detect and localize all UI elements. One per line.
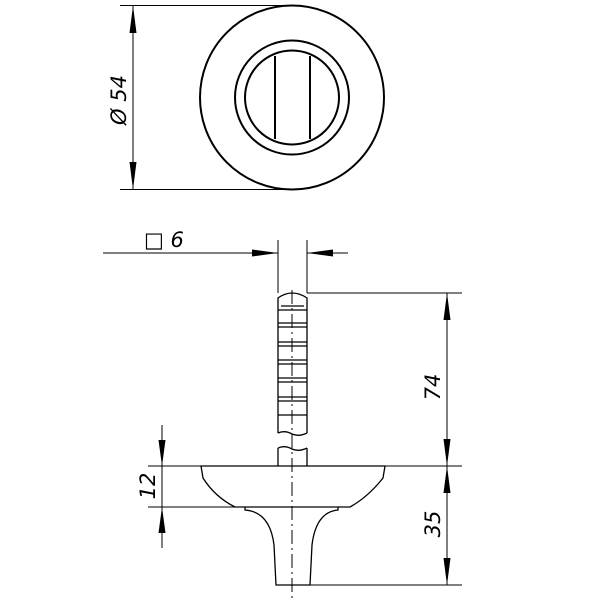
arrow-left [307,249,333,257]
rosette-height-label: 12 [136,473,160,500]
arrow-up [443,293,451,320]
knob-height-label: 35 [421,511,445,538]
arrow-down [443,558,451,585]
ring-outer-circle [234,39,350,156]
arrow-right [252,249,278,257]
ring-inner-circle [244,49,340,146]
spindle-length-label: 74 [421,374,445,401]
arrow-down [129,162,137,190]
knob [244,507,339,586]
rosette-outer-circle [199,4,385,191]
arrow-up [158,507,166,533]
side-view: □ 6 74 35 12 [103,228,462,600]
arrow-up [129,5,137,33]
top-view: Ø 54 [107,4,385,191]
arrow-down [158,440,166,466]
spindle-size-label: □ 6 [144,228,184,252]
rosette-flange [200,465,386,508]
diameter-label: Ø 54 [107,75,131,126]
arrow-down [443,439,451,466]
arrow-up [443,466,451,493]
